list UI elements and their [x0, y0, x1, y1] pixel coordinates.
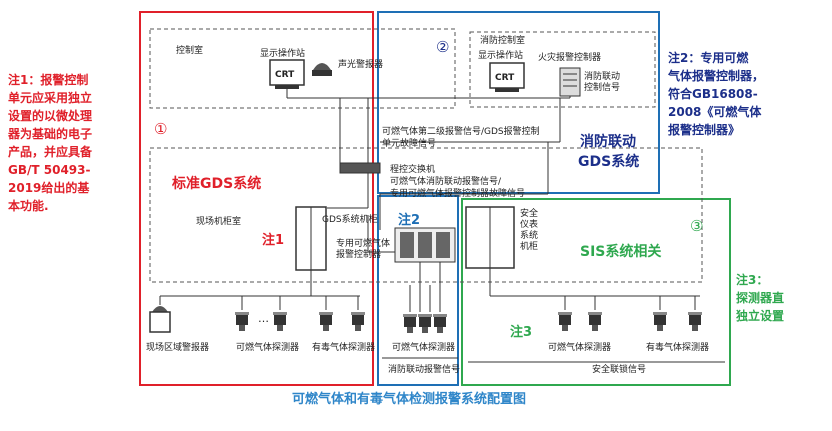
diagram-caption: 可燃气体和有毒气体检测报警系统配置图 — [292, 391, 526, 407]
note2-line: 符合GB16808- — [668, 86, 758, 101]
detector-icon — [433, 314, 447, 333]
control-room-box — [149, 28, 456, 109]
detector-icon — [418, 314, 432, 333]
note3-line: 注3： — [736, 272, 768, 287]
note1-line: 产品，并应具备 — [8, 144, 93, 159]
fire-alarm-controller-icon — [559, 67, 581, 97]
control-room-label: 控制室 — [176, 44, 203, 56]
note1-line: 单元应采用独立 — [8, 90, 92, 105]
crt-label: CRT — [495, 73, 515, 83]
dedicated-fault-label: 专用可燃气体报警控制器故障信号 — [390, 187, 525, 199]
standard-gds-region — [139, 11, 374, 386]
note2-line: 气体报警控制器， — [667, 68, 764, 83]
detector-icon — [235, 312, 249, 331]
sis-cabinet-icon — [465, 206, 515, 269]
standard-gds-label: 标准GDS系统 — [171, 175, 261, 192]
note1-line: 设置的以微处理 — [8, 108, 92, 123]
fire-gds-region — [377, 11, 660, 194]
sis-cabinet-label: 安全 — [520, 207, 538, 219]
dedicated-controller-icon — [394, 227, 456, 263]
note3-line: 探测器直 — [736, 290, 784, 305]
level2-alarm-signal-label: 可燃气体第二级报警信号/GDS报警控制 — [382, 125, 540, 137]
field-cabinet-room-label: 现场机柜室 — [196, 215, 241, 227]
fire-control-room-label: 消防控制室 — [480, 34, 525, 46]
fire-link-ctrl-label: 消防联动 — [584, 70, 620, 82]
sis-cabinet-label: 机柜 — [520, 240, 538, 252]
crt-monitor-icon-2 — [489, 62, 525, 92]
note2-line: 2008《可燃气体 — [668, 104, 762, 119]
tag-note2: 注2 — [398, 212, 420, 228]
fire-control-room-box — [469, 31, 656, 108]
sis-cabinet-label: 仪表 — [520, 218, 538, 230]
note1-line: 2019给出的基 — [8, 180, 90, 195]
sis-cabinet-label: 系统 — [520, 229, 538, 241]
crt-monitor-icon-1 — [269, 59, 305, 89]
note1-line: 注1：报警控制 — [8, 72, 88, 87]
field-area-alarm-label: 现场区域警报器 — [146, 341, 209, 353]
detector-icon — [351, 312, 365, 331]
combustible-detector-label: 可燃气体探测器 — [392, 341, 455, 353]
detector-icon — [653, 312, 667, 331]
fire-link-ctrl-label: 控制信号 — [584, 81, 620, 93]
circle-number-2: ② — [436, 38, 449, 56]
fire-gds-label: 消防联动 — [580, 133, 636, 150]
safety-interlock-signal-label: 安全联锁信号 — [592, 363, 646, 375]
sis-region — [461, 198, 731, 386]
detector-icon — [273, 312, 287, 331]
fire-gds-label: GDS系统 — [578, 153, 639, 170]
note1-line: GB/T 50493- — [8, 163, 90, 177]
dedicated-controller-region — [377, 195, 459, 386]
detector-icon — [558, 312, 572, 331]
note1-line: 本功能. — [8, 198, 49, 213]
toxic-detector-label: 有毒气体探测器 — [646, 341, 709, 353]
note2-line: 报警控制器》 — [668, 122, 740, 137]
display-station-label: 显示操作站 — [260, 47, 305, 59]
note3-line: 独立设置 — [735, 308, 784, 323]
combustible-detector-label: 可燃气体探测器 — [236, 341, 299, 353]
detector-icon — [403, 314, 417, 333]
pbx-switch-icon — [339, 162, 381, 174]
circle-number-3: ③ — [690, 217, 703, 235]
detector-icon — [588, 312, 602, 331]
field-cabinet-room-box — [149, 147, 703, 283]
gds-cabinet-icon — [295, 206, 327, 271]
field-alarm-beacon-icon — [149, 306, 171, 333]
ellipsis: … — [258, 312, 269, 325]
sis-label: SIS系统相关 — [580, 243, 661, 260]
sound-light-alarm-label: 声光警报器 — [338, 58, 383, 70]
gds-cabinet-label: GDS系统机柜 — [322, 213, 378, 225]
note1-line: 器为基础的电子 — [7, 126, 92, 141]
pbx-label: 程控交换机 — [390, 163, 435, 175]
dedicated-controller-label: 报警控制器 — [336, 248, 381, 260]
alarm-beacon-icon — [312, 63, 332, 76]
fire-link-alarm-signal-label: 消防联动报警信号 — [388, 363, 460, 375]
unit-fault-signal-label: 单元故障信号 — [382, 137, 436, 149]
note2-line: 注2：专用可燃 — [668, 50, 749, 65]
crt-label: CRT — [275, 70, 295, 80]
toxic-detector-label: 有毒气体探测器 — [312, 341, 375, 353]
display-station-label: 显示操作站 — [478, 49, 523, 61]
circle-number-1: ① — [154, 120, 167, 138]
dedicated-controller-label: 专用可燃气体 — [336, 237, 390, 249]
tag-note3: 注3 — [510, 324, 532, 340]
fire-alarm-controller-label: 火灾报警控制器 — [538, 51, 601, 63]
combustible-detector-label: 可燃气体探测器 — [548, 341, 611, 353]
tag-note1: 注1 — [262, 232, 284, 248]
detector-icon — [319, 312, 333, 331]
detector-icon — [688, 312, 702, 331]
fire-link-alarm-label: 可燃气体消防联动报警信号/ — [390, 175, 502, 187]
